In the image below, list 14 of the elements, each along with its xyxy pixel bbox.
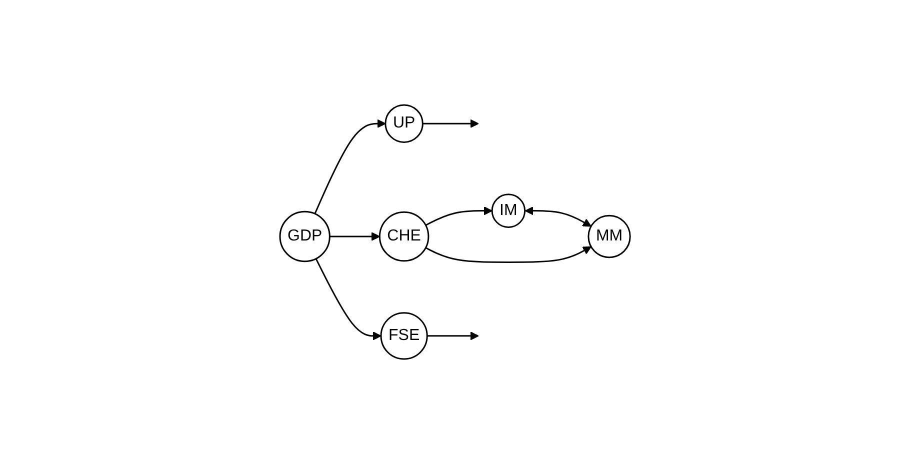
arrow — [330, 232, 380, 240]
arrow — [524, 206, 592, 226]
node-circle: FSE — [380, 312, 428, 360]
arrow — [315, 258, 382, 340]
arrow — [427, 331, 479, 340]
node-circle: IM — [491, 193, 526, 228]
arrow — [425, 246, 592, 262]
arrow — [314, 118, 386, 214]
arrow — [425, 206, 492, 226]
node-circle: MM — [588, 214, 631, 258]
node-circle: CHE — [378, 210, 430, 262]
node-circle: GDP — [279, 210, 330, 262]
node-circle: UP — [384, 104, 424, 142]
arrow — [422, 118, 479, 128]
